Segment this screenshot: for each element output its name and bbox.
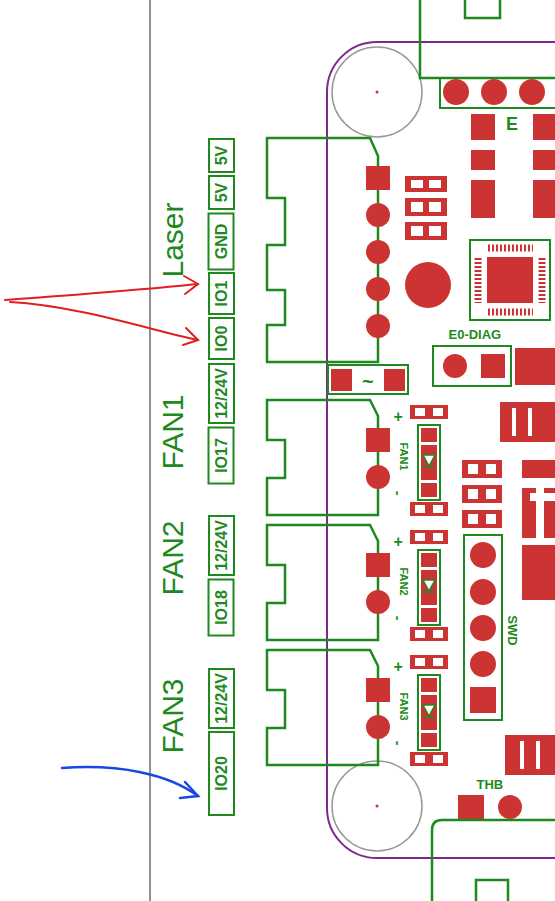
margin-line (150, 0, 151, 901)
laser-connector (267, 138, 390, 362)
polarity-mark: - (391, 616, 405, 621)
polarity-mark: + (394, 534, 403, 550)
polarity-mark: - (391, 741, 405, 746)
fan-connector (267, 650, 448, 766)
polarity-mark: + (394, 409, 403, 425)
silkscreen-label: E (506, 115, 518, 133)
pin-label-box: IO0 (208, 317, 235, 360)
pin-label-box: 12/24V (208, 668, 235, 729)
jumper-label: E0-DIAG (449, 328, 502, 341)
connector-title: Laser (157, 202, 187, 277)
connector-title: FAN1 (157, 394, 187, 469)
pin-name: 5V (213, 183, 229, 203)
mcu-chip (470, 240, 550, 320)
connector-title: FAN2 (157, 520, 187, 595)
pin-label-box: IO18 (208, 578, 235, 636)
pin-name: IO20 (213, 756, 229, 791)
silkscreen-label: SWD (506, 615, 519, 645)
pin-name: IO17 (213, 438, 229, 473)
silkscreen-label: FAN2 (398, 567, 409, 595)
polarity-mark: - (391, 491, 405, 496)
pin-name: IO0 (213, 326, 229, 352)
pin-name: 12/24V (213, 520, 229, 571)
fan-connector (267, 525, 448, 641)
connector-title: FAN3 (157, 678, 187, 753)
silkscreen-symbol: ~ (362, 371, 374, 391)
top-header (420, 0, 555, 108)
pin-name: 5V (213, 146, 229, 166)
silkscreen-label: THB (477, 778, 504, 791)
pin-name: IO1 (213, 281, 229, 307)
swd-header (464, 535, 502, 720)
via-pad (405, 262, 451, 308)
pin-label-box: 12/24V (208, 363, 235, 424)
pin-label-box: 5V (208, 138, 235, 173)
annotation-arrow (5, 276, 198, 798)
polarity-mark: + (394, 659, 403, 675)
fan-connector (267, 400, 448, 516)
pin-name: IO18 (213, 590, 229, 625)
pin-label-box: IO1 (208, 272, 235, 315)
pin-name: 12/24V (213, 368, 229, 419)
pin-label-box: 12/24V (208, 515, 235, 576)
pin-label-box: 5V (208, 175, 235, 210)
pin-label-box: IO17 (208, 426, 235, 484)
pin-name: GND (213, 223, 229, 259)
diag-jumper (433, 346, 511, 386)
pin-label-box: GND (208, 212, 235, 270)
fuse-pads (328, 365, 408, 394)
pin-label-box: IO20 (208, 731, 235, 816)
thb-connector (432, 795, 555, 901)
pin-name: 12/24V (213, 673, 229, 724)
silkscreen-label: FAN1 (398, 442, 409, 470)
silkscreen-label: FAN3 (398, 692, 409, 720)
